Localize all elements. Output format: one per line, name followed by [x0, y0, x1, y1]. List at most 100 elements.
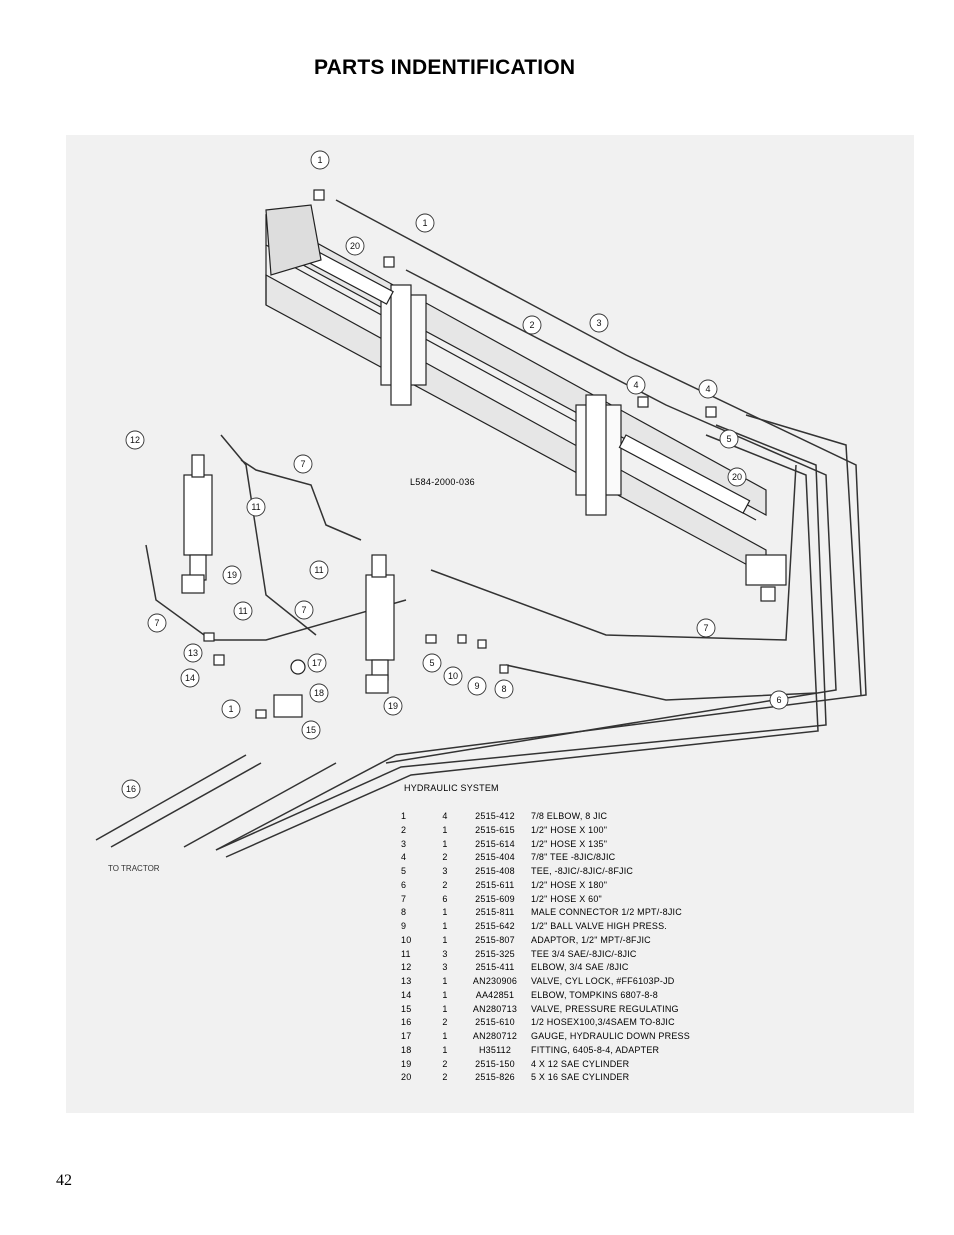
legend-cell-no: 13 — [401, 976, 412, 986]
callout-label: 12 — [130, 435, 140, 445]
legend-cell-part: 2515-826 — [475, 1072, 515, 1083]
legend-cell-part: 2515-408 — [475, 866, 515, 876]
callout-label: 18 — [314, 688, 324, 698]
legend-cell-qty: 1 — [442, 907, 448, 918]
legend-cell-part: AN230906 — [472, 976, 518, 986]
legend-cell-no: 19 — [401, 1058, 412, 1069]
legend-cell-qty: 2 — [442, 879, 448, 890]
legend-cell-desc: 1/2" HOSE X 180" — [531, 879, 608, 890]
legend-cell-desc: FITTING, 6405-8-4, ADAPTER — [531, 1044, 660, 1055]
legend-cell-desc: 4 X 12 SAE CYLINDER — [531, 1058, 630, 1069]
legend-cell-no: 10 — [401, 934, 412, 945]
legend-cell-qty: 3 — [442, 866, 448, 876]
callout-label: 5 — [726, 434, 731, 444]
legend-cell-qty: 1 — [442, 989, 448, 1000]
legend-cell-no: 2 — [401, 824, 407, 835]
callout-label: 15 — [306, 725, 316, 735]
legend-cell-no: 6 — [401, 879, 407, 890]
callout-label: 20 — [350, 241, 360, 251]
callout-label: 6 — [776, 695, 781, 705]
hydraulic-system-diagram: 1 1 20 2 3 4 4 5 20 12 7 11 19 11 7 11 7… — [66, 135, 914, 1113]
callout-label: 19 — [388, 701, 398, 711]
callout-label: 7 — [703, 623, 708, 633]
legend-cell-desc: 7/8" TEE -8JIC/8JIC — [531, 852, 616, 863]
legend-cell-desc: GAUGE, HYDRAULIC DOWN PRESS — [531, 1031, 690, 1041]
callout-label: 1 — [228, 704, 233, 714]
legend-cell-qty: 2 — [442, 1017, 448, 1028]
legend-cell-part: 2515-610 — [475, 1017, 515, 1028]
legend-cell-no: 7 — [401, 893, 407, 904]
page-title: PARTS INDENTIFICATION — [314, 56, 576, 79]
legend-cell-no: 14 — [401, 989, 412, 1000]
legend-row: 17 1 AN280712 GAUGE, HYDRAULIC DOWN PRESS — [401, 1030, 791, 1044]
callout-label: 7 — [154, 618, 159, 628]
callout-label: 10 — [448, 671, 458, 681]
hose-7-left — [220, 434, 317, 636]
legend-cell-no: 9 — [401, 921, 407, 931]
callout-label: 17 — [312, 658, 322, 668]
cylinder-19-left — [183, 474, 213, 556]
cylinder-19-right — [365, 574, 395, 661]
legend-cell-desc: 7/8 ELBOW, 8 JIC — [531, 811, 608, 821]
legend-cell-qty: 2 — [442, 852, 448, 863]
legend-row: 5 3 2515-408 TEE, -8JIC/-8JIC/-8FJIC — [401, 865, 791, 879]
legend-cell-no: 16 — [401, 1017, 412, 1028]
legend-cell-no: 17 — [401, 1031, 412, 1041]
legend-cell-qty: 2 — [442, 1072, 448, 1083]
hose-3 — [335, 199, 867, 756]
legend-cell-qty: 1 — [442, 838, 448, 849]
gauge-17 — [290, 659, 306, 675]
callout-label: 4 — [705, 384, 710, 394]
legend-cell-desc: 5 X 16 SAE CYLINDER — [531, 1072, 630, 1083]
legend-cell-qty: 3 — [442, 962, 448, 973]
pressure-valve-block — [273, 694, 303, 718]
hose-2 — [385, 269, 837, 764]
to-tractor-label: TO TRACTOR — [108, 864, 160, 873]
callout-labels: 1 1 20 2 3 4 4 5 20 12 7 11 19 11 7 11 7… — [126, 155, 782, 794]
callout-label: 11 — [314, 565, 323, 575]
page-number: 42 — [56, 1172, 72, 1189]
legend-cell-part: 2515-411 — [475, 962, 515, 973]
callout-label: 14 — [185, 673, 195, 683]
callout-label: 1 — [422, 218, 427, 228]
hose-16-a — [95, 754, 247, 841]
legend-cell-qty: 1 — [442, 1031, 448, 1041]
legend-cell-part: H35112 — [478, 1044, 512, 1055]
hose-7-right — [430, 464, 797, 641]
legend-cell-qty: 1 — [442, 976, 448, 986]
callout-label: 7 — [300, 459, 305, 469]
legend-cell-no: 4 — [401, 852, 407, 863]
callout-label: 7 — [301, 605, 306, 615]
callout-label: 9 — [474, 681, 479, 691]
diagram-drawing: 1 1 20 2 3 4 4 5 20 12 7 11 19 11 7 11 7… — [95, 150, 867, 858]
drawing-number: L584-2000-036 — [410, 477, 475, 487]
legend-cell-no: 12 — [401, 962, 412, 973]
legend-cell-no: 18 — [401, 1044, 412, 1055]
legend-cell-part: 2515-150 — [475, 1058, 515, 1069]
legend-cell-part: AN280712 — [472, 1031, 518, 1041]
callout-label: 3 — [596, 318, 601, 328]
hose-6-lower — [215, 424, 827, 851]
callout-label: 11 — [238, 606, 247, 616]
callout-label: 8 — [501, 684, 506, 694]
legend-cell-desc: ADAPTOR, 1/2" MPT/-8FJIC — [531, 934, 651, 945]
legend-cell-part: AN280713 — [472, 1003, 518, 1014]
legend-cell-desc: VALVE, PRESSURE REGULATING — [531, 1003, 679, 1014]
legend-cell-no: 5 — [401, 866, 407, 876]
legend-cell-qty: 1 — [442, 921, 448, 931]
legend-cell-desc: TEE, -8JIC/-8JIC/-8FJIC — [531, 866, 634, 876]
legend-cell-no: 11 — [401, 948, 411, 959]
legend-cell-desc: MALE CONNECTOR 1/2 MPT/-8JIC — [531, 907, 682, 918]
legend-cell-part: 2515-614 — [475, 838, 515, 849]
legend-cell-qty: 1 — [442, 824, 448, 835]
